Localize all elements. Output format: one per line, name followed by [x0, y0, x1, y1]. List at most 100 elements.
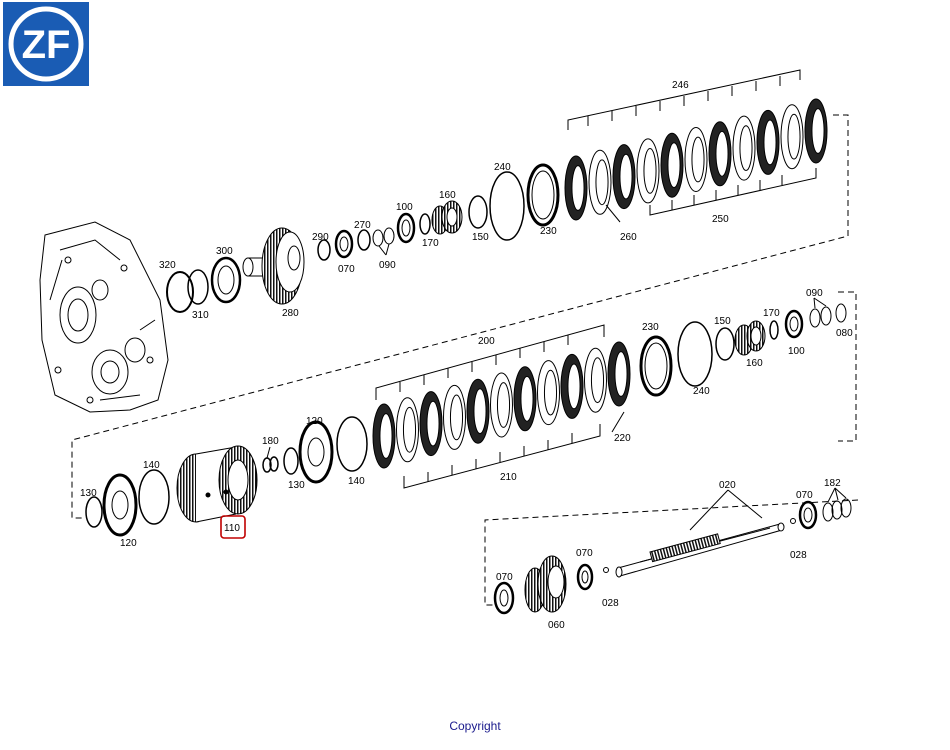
clutch-disc-bore — [426, 400, 440, 447]
selected-part-highlight — [220, 515, 246, 539]
bracket-246 — [567, 69, 801, 130]
part-160-hub-top[interactable] — [431, 200, 463, 235]
label-130-mid: 130 — [288, 480, 305, 491]
label-280: 280 — [282, 308, 299, 319]
part-110-carrier[interactable] — [176, 445, 258, 523]
label-260: 260 — [620, 232, 637, 243]
part-230-plate-mid[interactable] — [639, 335, 673, 397]
leader-lines — [266, 204, 847, 531]
clutch-pack-top[interactable] — [564, 98, 828, 221]
part-100-bearing-top[interactable] — [396, 212, 416, 244]
clutch-disc-bore — [715, 130, 729, 177]
bracket-250 — [649, 168, 817, 216]
part-020-shaft[interactable] — [615, 522, 785, 578]
part-170-ring-top[interactable] — [419, 213, 431, 235]
part-140-ring-mid[interactable] — [336, 416, 368, 472]
clutch-disc-bore — [811, 108, 825, 154]
part-090-rings-top[interactable] — [372, 227, 395, 247]
label-210: 210 — [500, 472, 517, 483]
part-150-ring-mid[interactable] — [715, 327, 735, 361]
part-300-bearing[interactable] — [210, 256, 242, 304]
part-070-bearing-bl[interactable] — [493, 581, 515, 615]
zf-logo: ZF — [3, 2, 89, 86]
clutch-disc-bore — [567, 363, 581, 410]
label-090-mid: 090 — [806, 288, 823, 299]
part-120-plate-left[interactable] — [102, 473, 138, 537]
part-080-ring[interactable] — [835, 303, 847, 323]
clutch-disc-bore — [787, 113, 801, 160]
part-090-rings-mid[interactable] — [809, 306, 832, 328]
part-280-gear[interactable] — [242, 227, 305, 305]
part-060-gear[interactable] — [524, 555, 567, 613]
label-080: 080 — [836, 328, 853, 339]
label-200: 200 — [478, 336, 495, 347]
part-028-pin-bl[interactable] — [603, 567, 609, 573]
clutch-disc-bore — [614, 351, 628, 397]
part-120-plate-mid[interactable] — [298, 420, 334, 484]
dashed-frame — [71, 114, 859, 606]
clutch-disc-bore — [520, 375, 534, 422]
part-320-ring[interactable] — [166, 271, 194, 313]
clutch-disc-bore — [667, 142, 681, 189]
label-320: 320 — [159, 260, 176, 271]
part-160-hub-mid[interactable] — [734, 320, 766, 356]
part-182-rings[interactable] — [822, 498, 852, 522]
part-100-bearing-mid[interactable] — [784, 309, 804, 339]
part-310-ring[interactable] — [187, 269, 209, 305]
label-160-top: 160 — [439, 190, 456, 201]
part-130-ring-left[interactable] — [85, 496, 103, 528]
part-070-bearing-bm[interactable] — [576, 563, 594, 591]
clutch-disc-bore — [691, 136, 705, 183]
part-140-ring-left[interactable] — [138, 469, 170, 525]
label-110-selected[interactable]: 110 — [224, 523, 240, 534]
clutch-disc-bore — [595, 159, 609, 206]
label-100-mid: 100 — [788, 346, 805, 357]
part-070-bearing-top[interactable] — [334, 229, 354, 259]
clutch-disc-bore — [473, 388, 487, 435]
clutch-disc-bore — [379, 413, 393, 459]
label-300: 300 — [216, 246, 233, 257]
transmission-housing — [39, 221, 169, 413]
part-240-ring-mid[interactable] — [677, 321, 713, 387]
logo-text: ZF — [22, 23, 71, 67]
clutch-disc-bore — [763, 119, 777, 166]
label-310: 310 — [192, 310, 209, 321]
part-labels: 246 250 260 230 240 150 160 100 170 270 … — [80, 80, 853, 631]
part-180-rings[interactable] — [262, 456, 279, 473]
label-150-top: 150 — [472, 232, 489, 243]
part-150-ring-top[interactable] — [468, 195, 488, 229]
clutch-disc-bore — [643, 148, 657, 194]
label-182: 182 — [824, 478, 841, 489]
clutch-disc-bore — [543, 369, 558, 416]
bracket-200 — [375, 324, 605, 400]
part-270-washer[interactable] — [357, 229, 371, 251]
label-170-mid: 170 — [763, 308, 780, 319]
clutch-pack-middle[interactable] — [372, 341, 631, 469]
part-070-bearing-br[interactable] — [798, 500, 818, 530]
label-028-bl: 028 — [602, 598, 619, 609]
label-100-top: 100 — [396, 202, 413, 213]
part-130-ring-mid[interactable] — [283, 447, 299, 475]
copyright-link[interactable]: Copyright — [449, 719, 501, 733]
label-240-top: 240 — [494, 162, 511, 173]
clutch-disc-bore — [619, 153, 633, 200]
label-060: 060 — [548, 620, 565, 631]
part-290-ring[interactable] — [317, 239, 331, 261]
label-220: 220 — [614, 433, 631, 444]
clutch-disc-bore — [496, 382, 511, 428]
label-230-top: 230 — [540, 226, 557, 237]
part-170-ring-mid[interactable] — [769, 320, 779, 340]
label-120-mid: 120 — [306, 416, 323, 427]
label-070-top: 070 — [338, 264, 355, 275]
label-028-br: 028 — [790, 550, 807, 561]
part-028-pin-br[interactable] — [790, 518, 796, 524]
clutch-disc-bore — [402, 406, 417, 453]
part-240-ring-top[interactable] — [489, 171, 525, 241]
part-230-plate-top[interactable] — [526, 163, 560, 227]
clutch-disc-bore — [571, 165, 585, 211]
label-270: 270 — [354, 220, 371, 231]
bracket-210 — [403, 424, 601, 489]
clutch-disc-bore — [739, 125, 753, 172]
label-070-bm: 070 — [576, 548, 593, 559]
